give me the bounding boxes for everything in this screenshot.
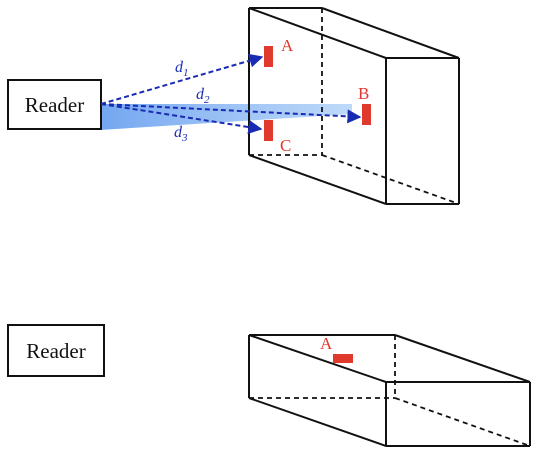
tag-c-marker <box>264 120 273 141</box>
bottom-tag-a-label: A <box>320 334 333 353</box>
signal-line-d1 <box>100 53 264 105</box>
bottom-reader-box <box>7 324 105 377</box>
distance-label-d2: d2 <box>196 86 210 106</box>
top-reader-label: Reader <box>25 93 84 117</box>
top-box <box>248 7 460 205</box>
bottom-reader-label: Reader <box>26 339 85 363</box>
top-reader-box <box>7 79 102 130</box>
signal-lines <box>100 53 362 134</box>
signal-beam <box>100 104 352 130</box>
top-scene: Reader d1 d2 d3 A B C <box>7 7 460 205</box>
bottom-box-hidden-edges <box>249 335 531 447</box>
signal-line-d3 <box>100 103 263 134</box>
bottom-tag-a-marker <box>333 354 353 363</box>
tag-a-label: A <box>281 36 294 55</box>
signal-line-d2 <box>100 103 362 124</box>
tag-c-label: C <box>280 136 291 155</box>
bottom-box <box>248 334 531 447</box>
top-box-hidden-edges <box>249 8 460 205</box>
tag-b-marker <box>362 104 371 125</box>
tag-b-label: B <box>358 84 369 103</box>
tag-a-marker <box>264 46 273 67</box>
distance-label-d1: d1 <box>175 59 189 79</box>
distance-label-d3: d3 <box>174 124 188 144</box>
bottom-scene: Reader A <box>7 324 531 447</box>
